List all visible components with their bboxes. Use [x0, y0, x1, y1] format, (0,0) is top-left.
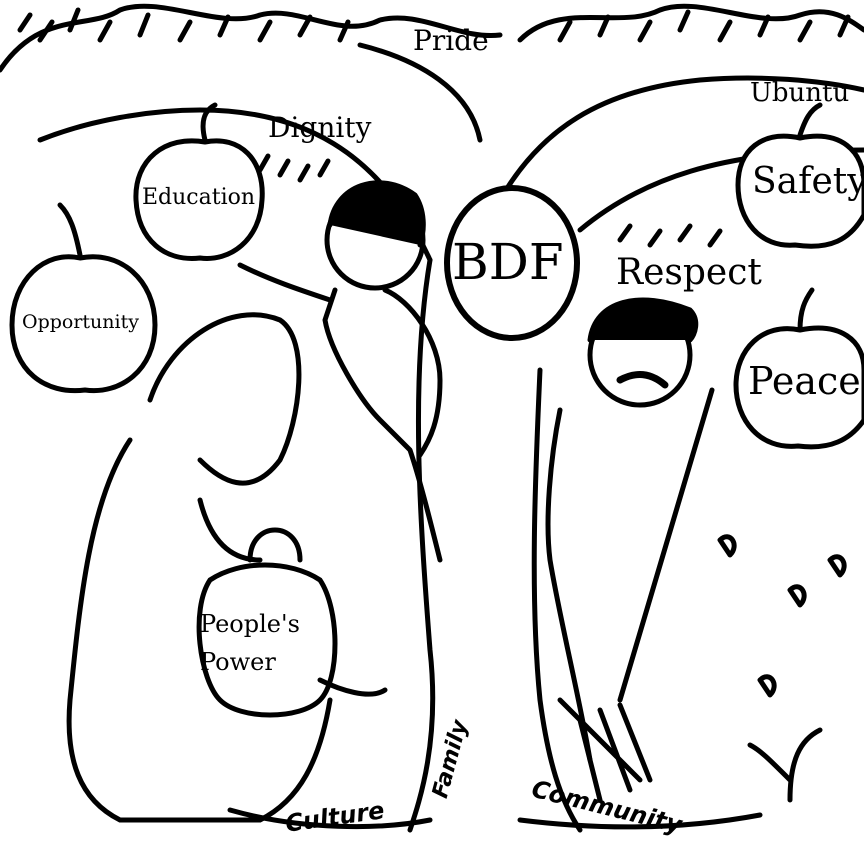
stem-peace: [797, 287, 815, 333]
man-hair: [587, 297, 699, 343]
stem-safety: [797, 102, 823, 138]
rake-head: [557, 697, 653, 803]
watering-can-handle: [247, 527, 303, 563]
stem-opportunity: [57, 202, 83, 258]
bdf-label: BDF: [452, 233, 564, 291]
trunk-right-edge: [531, 367, 583, 833]
man-body: [545, 407, 593, 763]
trunk-left-edge: [407, 257, 436, 833]
sprout: [747, 727, 823, 803]
watering-can-spout: [317, 677, 388, 697]
respect-label: Respect: [616, 252, 762, 293]
branch-upper-right: [497, 75, 864, 203]
boy-arm: [237, 262, 333, 303]
dignity-label: Dignity: [268, 111, 372, 144]
man-moustache: [616, 371, 669, 389]
grandmother-scarf: [147, 312, 302, 486]
peace-label: Peace: [748, 359, 861, 403]
opportunity-label: Opportunity: [22, 311, 139, 333]
fruit-peace: [733, 325, 864, 450]
fruit-safety: [735, 133, 864, 249]
boy-hair: [327, 180, 426, 248]
ubuntu-label: Ubuntu: [750, 78, 850, 108]
education-label: Education: [142, 185, 256, 210]
foliage-right: [517, 3, 864, 43]
peoples-power-line1: People's: [200, 610, 300, 638]
bdf-oval: [444, 185, 580, 341]
fruit-education: [133, 138, 265, 261]
rake-handle: [617, 387, 715, 703]
boy-body: [322, 287, 443, 563]
branch-pride: [357, 42, 483, 143]
falling-leaves: [717, 534, 847, 698]
watering-can: [196, 562, 338, 718]
ground-line: [227, 807, 763, 830]
foliage-left: [0, 3, 503, 73]
pride-label: Pride: [413, 24, 489, 57]
grandmother-body: [66, 437, 333, 823]
peoples-power-line2: Power: [200, 648, 276, 676]
stem-education: [200, 102, 218, 143]
safety-label: Safety: [752, 161, 864, 202]
fruit-opportunity: [9, 254, 158, 394]
